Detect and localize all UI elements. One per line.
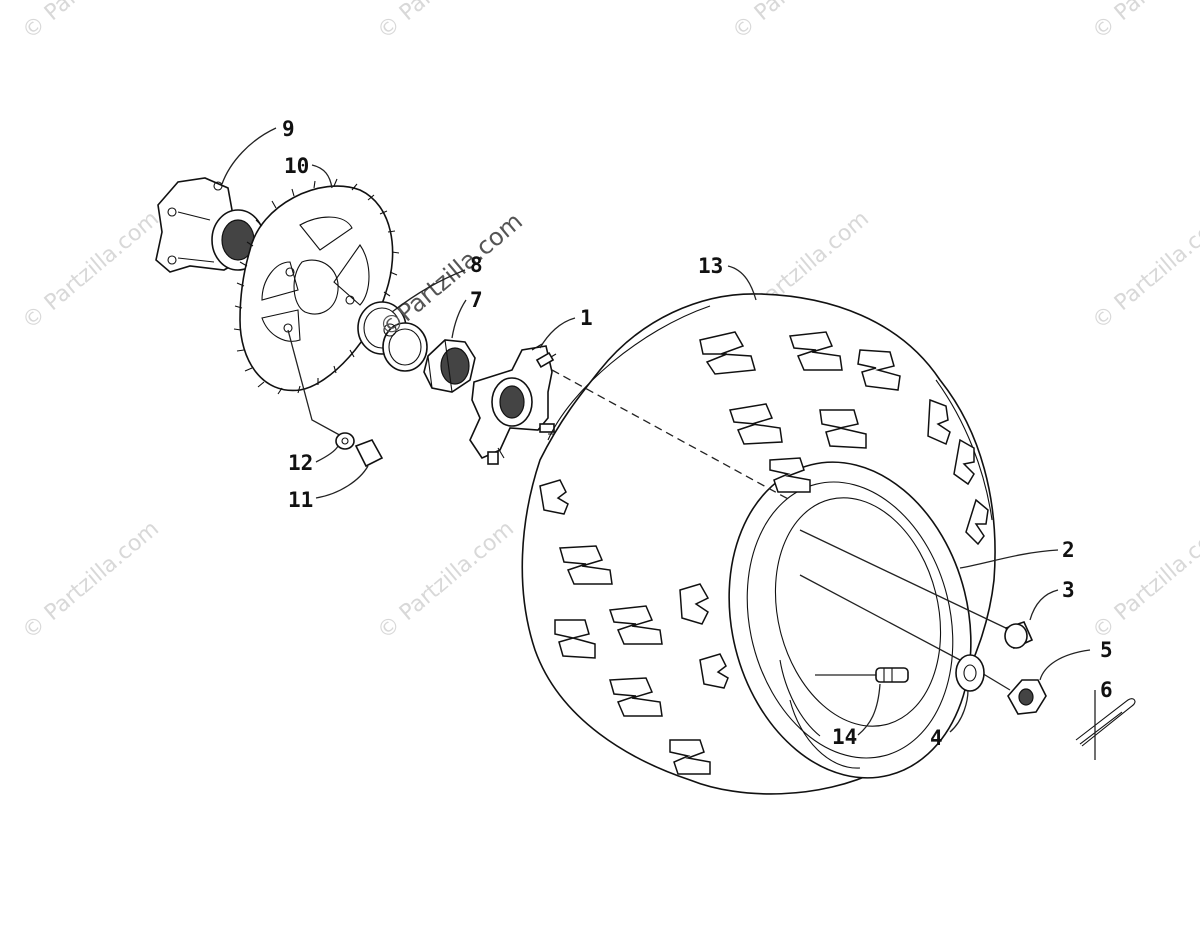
part-8-rings [357,301,428,372]
watermark: © Partzilla.com [728,0,874,45]
part-10-sprocket [233,178,400,395]
callout-10: 10 [284,154,309,178]
watermark: © Partzilla.com [373,516,519,644]
callout-4: 4 [930,726,943,750]
part-6-cotter-pin [1075,698,1136,747]
watermark: © Partzilla.com [18,0,164,45]
callout-12: 12 [288,451,313,475]
callouts: 9 10 8 7 1 13 2 3 5 6 4 14 12 11 [282,117,1113,750]
watermark: © Partzilla.com [1088,0,1200,45]
callout-5: 5 [1100,638,1113,662]
watermark: © Partzilla.com [1088,516,1200,644]
watermark: © Partzilla.com [18,516,164,644]
part-7-nut [423,339,476,393]
callout-7: 7 [470,288,483,312]
part-5-castle-nut [1007,679,1047,715]
watermark: © Partzilla.com [1088,206,1200,334]
callout-13: 13 [698,254,723,278]
axis-line [551,369,791,501]
part-4-washer [955,654,985,692]
callout-14: 14 [832,725,857,749]
callout-6: 6 [1100,678,1113,702]
callout-9: 9 [282,117,295,141]
watermark: © Partzilla.com [18,206,164,334]
callout-3: 3 [1062,578,1075,602]
axis-line [799,529,1011,631]
part-14-valve-stem [875,667,909,683]
part-3-spacer [1004,621,1034,650]
watermark: © Partzilla.com [373,0,519,45]
callout-1: 1 [580,306,593,330]
axis-line [287,329,346,439]
callout-8: 8 [470,253,483,277]
callout-11: 11 [288,488,313,512]
part-1-wheel-hub [469,343,558,465]
callout-2: 2 [1062,538,1075,562]
leader-lines [221,127,1096,760]
part-11-12-bolt [335,432,384,468]
